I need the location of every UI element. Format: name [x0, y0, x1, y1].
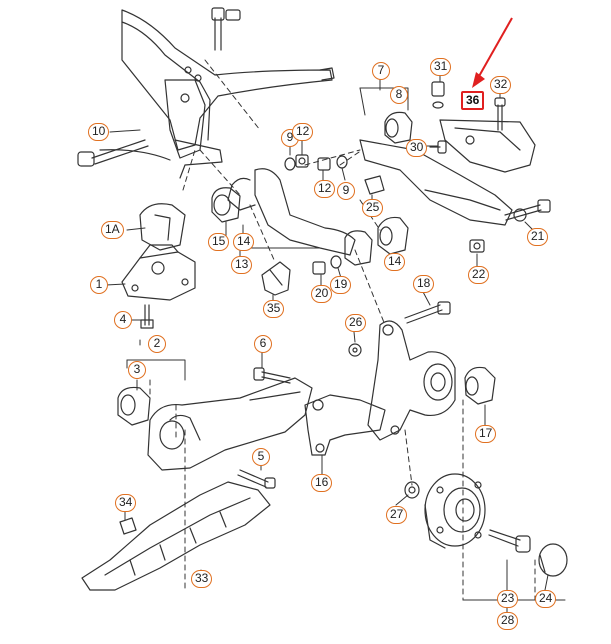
bolt-18-drawing — [404, 301, 451, 324]
callout-23: 23 — [497, 590, 519, 608]
mount-1-drawing — [121, 244, 196, 301]
bolt-30-drawing — [429, 140, 447, 154]
bushing-3-drawing — [117, 386, 151, 426]
nut-31-drawing — [431, 81, 445, 109]
shield-33-drawing — [81, 481, 271, 591]
washer-26-drawing — [348, 343, 362, 357]
callout-22: 22 — [468, 266, 490, 284]
callout-25: 25 — [362, 199, 384, 217]
callout-2: 2 — [148, 335, 166, 353]
bolt-21-drawing — [504, 199, 551, 222]
clip-25-drawing — [364, 175, 385, 195]
nut-12a-drawing — [295, 154, 309, 168]
bracket-35-drawing — [261, 261, 291, 296]
callout-24: 24 — [535, 590, 557, 608]
callout-1a: 1A — [101, 221, 124, 239]
callout-31: 31 — [430, 58, 452, 76]
washer-9a-drawing — [284, 157, 296, 171]
callout-9b: 9 — [337, 182, 355, 200]
bushing-14b-drawing — [377, 216, 409, 255]
bolt-10-drawing — [77, 139, 149, 167]
washer-9b-drawing — [336, 155, 348, 169]
callout-30: 30 — [406, 139, 428, 157]
top-bolt-drawing — [211, 7, 241, 51]
callout-26: 26 — [345, 314, 367, 332]
callout-13: 13 — [231, 256, 253, 274]
callout-10: 10 — [88, 123, 110, 141]
screw-4-drawing — [140, 304, 154, 329]
washer-27-drawing — [404, 481, 420, 499]
callout-12a: 12 — [292, 123, 314, 141]
callout-7: 7 — [372, 62, 390, 80]
callout-5: 5 — [252, 448, 270, 466]
clip-34-drawing — [119, 517, 137, 535]
callout-4: 4 — [114, 311, 132, 329]
bushing-1a-drawing — [139, 203, 186, 251]
callout-18: 18 — [413, 275, 435, 293]
callout-33: 33 — [191, 570, 213, 588]
lower-arm-2-drawing — [147, 377, 313, 471]
callout-14b: 14 — [384, 253, 406, 271]
bolt-5-drawing — [237, 469, 276, 489]
callout-34: 34 — [115, 494, 137, 512]
control-arm-13-drawing — [227, 168, 356, 256]
callout-12b: 12 — [314, 180, 336, 198]
callout-20: 20 — [311, 285, 333, 303]
highlight-arrow — [472, 17, 513, 88]
callout-35: 35 — [263, 300, 285, 318]
callout-36-highlighted: 36 — [461, 91, 485, 110]
wheel-hub-drawing — [424, 473, 486, 549]
bushing-8-drawing — [384, 111, 413, 144]
callout-15: 15 — [208, 233, 230, 251]
callout-27: 27 — [386, 506, 408, 524]
guide-lines — [149, 59, 536, 601]
nut-20-drawing — [312, 261, 326, 275]
bushing-15-drawing — [211, 187, 241, 223]
callout-32: 32 — [490, 76, 512, 94]
callout-6: 6 — [254, 335, 272, 353]
wheel-carrier-drawing — [367, 320, 456, 441]
nut-12b-drawing — [317, 157, 331, 171]
callout-28: 28 — [497, 612, 519, 630]
nut-22-drawing — [469, 239, 485, 253]
callout-8: 8 — [390, 86, 408, 104]
callout-1: 1 — [90, 276, 108, 294]
callout-14a: 14 — [233, 233, 255, 251]
subframe-drawing — [99, 9, 335, 179]
bolt-23-drawing — [488, 529, 531, 553]
callout-17: 17 — [475, 425, 497, 443]
upper-arm-drawing — [359, 119, 536, 226]
bushing-14a-drawing — [344, 230, 373, 266]
cap-24-drawing — [538, 543, 568, 577]
trailing-arm-16-drawing — [304, 394, 386, 456]
bolt-32-drawing — [494, 97, 506, 131]
callout-16: 16 — [311, 474, 333, 492]
bolt-6-drawing — [253, 367, 291, 384]
callout-19: 19 — [330, 276, 352, 294]
callout-21: 21 — [527, 228, 549, 246]
callout-3: 3 — [128, 361, 146, 379]
washer-19-drawing — [330, 255, 342, 269]
bushing-17-drawing — [464, 366, 496, 405]
